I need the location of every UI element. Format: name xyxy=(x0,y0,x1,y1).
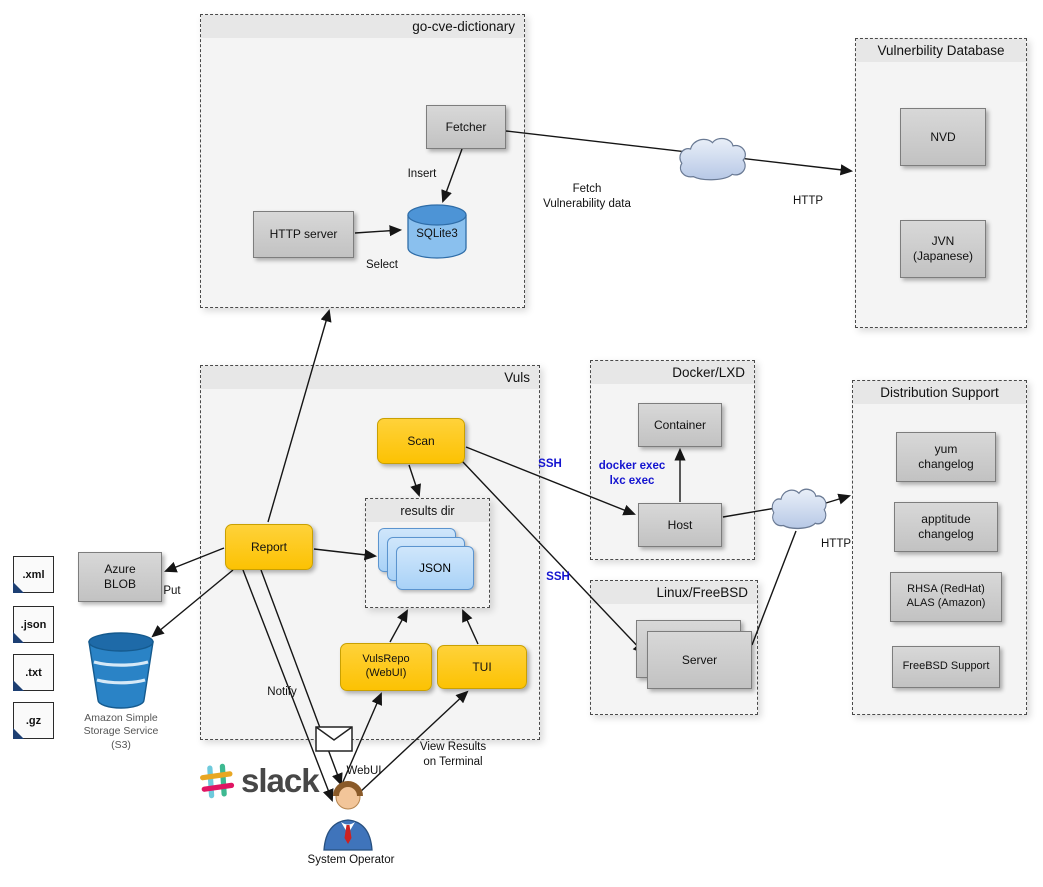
nvd-node: NVD xyxy=(900,108,986,166)
group-title-vuln-db: Vulnerbility Database xyxy=(856,39,1026,62)
file-icon-txt: .txt xyxy=(13,654,54,691)
sqlite-cylinder-icon xyxy=(407,204,467,259)
webui-label: WebUI xyxy=(346,765,382,777)
internet-cloud2-icon xyxy=(771,488,827,530)
group-title-dist: Distribution Support xyxy=(853,381,1026,404)
azure-blob-node: Azure BLOB xyxy=(78,552,162,602)
arrow-cloud-to-dist xyxy=(825,493,852,505)
slack-hash-icon xyxy=(200,763,235,799)
file-icon-xml: .xml xyxy=(13,556,54,593)
s3-caption: Amazon Simple Storage Service (S3) xyxy=(83,712,159,751)
vulsrepo-node: VulsRepo (WebUI) xyxy=(340,643,432,691)
group-title-vuls: Vuls xyxy=(201,366,539,389)
sqlite-label: SQLite3 xyxy=(416,228,458,240)
host-node: Host xyxy=(638,503,722,547)
apptitude-changelog-node: apptitude changelog xyxy=(894,502,998,552)
arrow-fetcher-to-vulndb xyxy=(505,130,854,176)
file-icon-json: .json xyxy=(13,606,54,643)
slack-wordmark: slack xyxy=(241,762,320,799)
yum-changelog-node: yum changelog xyxy=(896,432,996,482)
insert-label: Insert xyxy=(407,168,437,180)
fetch-vuln-label: Fetch Vulnerability data xyxy=(543,183,631,210)
system-operator-label: System Operator xyxy=(307,854,395,866)
group-title-linux: Linux/FreeBSD xyxy=(591,581,757,604)
http-top-label: HTTP xyxy=(792,195,824,207)
json-file-card: JSON xyxy=(396,546,474,590)
http-server-node: HTTP server xyxy=(253,211,354,258)
slack-logo: slack xyxy=(198,762,320,800)
view-results-label: View Results on Terminal xyxy=(419,741,487,768)
scan-node: Scan xyxy=(377,418,465,464)
tui-node: TUI xyxy=(437,645,527,689)
group-vulnerability-database: Vulnerbility Database xyxy=(855,38,1027,328)
container-node: Container xyxy=(638,403,722,447)
ssh-linux-label: SSH xyxy=(546,571,570,583)
select-label: Select xyxy=(366,259,398,271)
jvn-node: JVN (Japanese) xyxy=(900,220,986,278)
group-title-results: results dir xyxy=(366,499,489,522)
fetcher-node: Fetcher xyxy=(426,105,506,149)
report-node: Report xyxy=(225,524,313,570)
server-node: Server xyxy=(647,631,752,689)
group-title-go-cve: go-cve-dictionary xyxy=(201,15,524,38)
file-icon-gz: .gz xyxy=(13,702,54,739)
notify-label: Notify xyxy=(267,686,297,698)
group-title-docker: Docker/LXD xyxy=(591,361,754,384)
line-linux-to-cloud xyxy=(751,530,797,646)
s3-bucket-icon xyxy=(88,632,154,709)
system-operator-icon xyxy=(323,781,373,851)
http-right-label: HTTP xyxy=(820,538,852,550)
group-go-cve-dictionary: go-cve-dictionary xyxy=(200,14,525,308)
rhsa-alas-node: RHSA (RedHat) ALAS (Amazon) xyxy=(890,572,1002,622)
ssh-docker-label: SSH xyxy=(538,458,562,470)
envelope-icon xyxy=(315,726,353,752)
docker-exec-label: docker exec lxc exec xyxy=(598,460,666,487)
internet-cloud-icon xyxy=(679,137,746,181)
put-label: Put xyxy=(163,585,181,597)
freebsd-support-node: FreeBSD Support xyxy=(892,646,1000,688)
